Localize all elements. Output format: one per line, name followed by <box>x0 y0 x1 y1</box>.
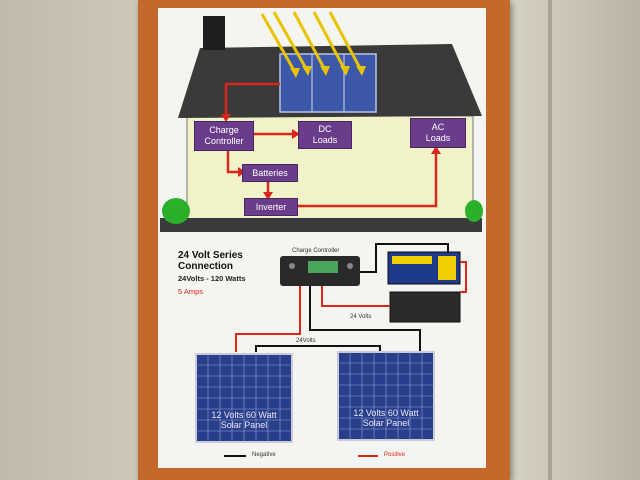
battery-bottom <box>389 291 461 323</box>
bush-left <box>162 198 190 224</box>
inverter-box: Inverter <box>244 198 298 216</box>
sun-ray-arrowhead <box>320 66 330 76</box>
house-wiring <box>224 82 438 208</box>
wire-battery-link <box>460 261 467 293</box>
wire-controller-battery <box>321 286 390 307</box>
wire-panel-to-controller <box>224 82 280 118</box>
arrowhead <box>221 114 231 122</box>
panel-right-label: 12 Volts 60 Watt Solar Panel <box>353 408 419 428</box>
sun-ray <box>328 11 364 73</box>
wire-inverter-to-ac <box>296 150 438 208</box>
legend-positive-label: Positive <box>384 452 406 458</box>
sun-ray-arrowhead <box>302 66 312 76</box>
controller-knob <box>347 263 353 269</box>
amps-text: 5 Amps <box>178 287 204 296</box>
ac-loads-box: AC Loads <box>410 118 466 148</box>
spec-text: 24Volts - 120 Watts <box>178 274 246 283</box>
title-line-2: Connection <box>178 261 233 272</box>
door-frame-edge <box>548 0 552 480</box>
sun-ray <box>272 11 310 73</box>
wire-negative-controller-panel <box>309 286 421 352</box>
panel-left-label: 12 Volts 60 Watt Solar Panel <box>211 410 277 430</box>
diagram-title: 24 Volt Series Connection <box>178 250 243 272</box>
wire-label-24v-a: 24 Volts <box>350 314 372 320</box>
series-wiring <box>235 243 467 352</box>
ground-strip <box>160 218 482 232</box>
arrowhead <box>431 146 441 154</box>
wire-controller-battery-neg <box>360 243 449 273</box>
charge-controller-unit-label: Charge Controller <box>292 248 340 254</box>
dc-loads-box-label: DC Loads <box>312 124 338 145</box>
battery-stripe <box>392 256 432 264</box>
sun-ray <box>260 13 298 75</box>
wire-arrowheads <box>221 114 441 200</box>
ac-loads-box-label: AC Loads <box>425 122 451 143</box>
wire-controller-to-batteries <box>226 150 242 174</box>
controller-knob <box>289 263 295 269</box>
dc-loads-box: DC Loads <box>298 121 352 149</box>
controller-display <box>308 261 338 273</box>
charge-controller-box-label: Charge Controller <box>204 125 244 146</box>
arrowhead <box>292 129 300 139</box>
legend-negative-label: Negative <box>252 452 276 458</box>
sun-ray <box>312 11 348 73</box>
sun-ray-arrowhead <box>356 66 366 76</box>
sun-ray <box>292 11 328 73</box>
battery-label-patch <box>438 256 456 280</box>
inverter-box-label: Inverter <box>255 201 287 212</box>
wire-label-24v-b: 24Volts <box>296 338 316 344</box>
charge-controller-box: Charge Controller <box>194 121 254 151</box>
chimney <box>203 16 225 50</box>
title-line-1: 24 Volt Series <box>178 250 243 261</box>
sun-ray-arrowhead <box>290 68 300 78</box>
bush-right <box>465 200 483 222</box>
sun-ray-arrowhead <box>340 66 350 76</box>
wire-positive-controller-panel <box>235 286 301 352</box>
batteries-box: Batteries <box>242 164 298 182</box>
batteries-box-label: Batteries <box>252 167 288 178</box>
sun-rays <box>260 11 364 75</box>
sun-ray-heads <box>290 66 366 78</box>
wire-panel-series <box>255 345 381 352</box>
arrowhead <box>263 192 273 200</box>
